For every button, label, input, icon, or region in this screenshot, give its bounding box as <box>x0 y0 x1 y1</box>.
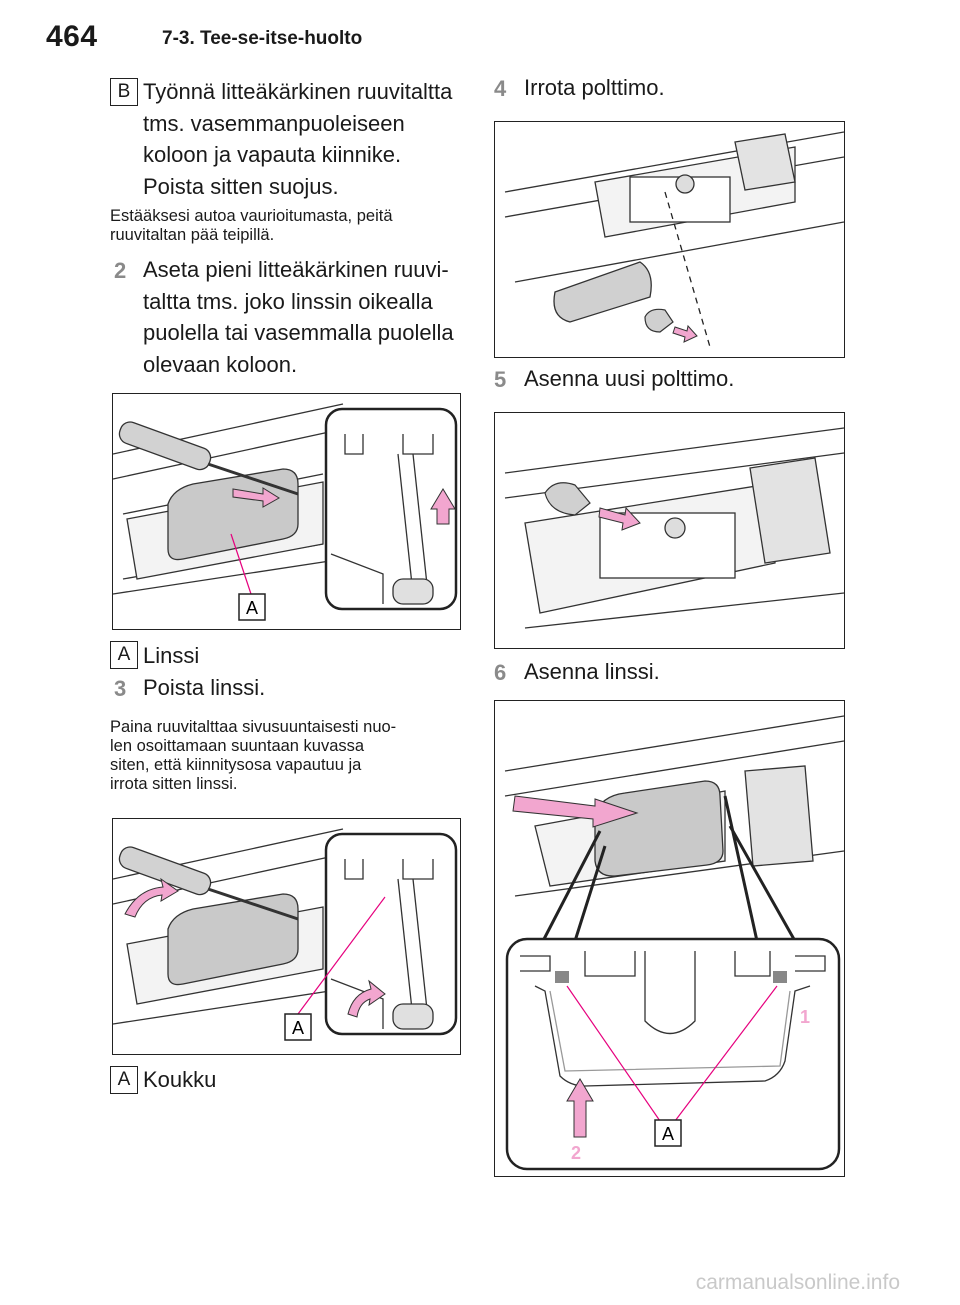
step-number-5: 5 <box>494 367 507 392</box>
text-line: siten, että kiinnitysosa vapautuu ja <box>110 756 362 774</box>
legend-tag: A <box>110 1066 138 1094</box>
legend-tag: A <box>110 641 138 669</box>
text-line: Työnnä litteäkärkinen ruuvitaltta <box>143 79 453 104</box>
step-4-text: Irrota polttimo. <box>524 75 665 100</box>
tag-b-description: Työnnä litteäkärkinen ruuvitaltta tms. v… <box>143 76 473 202</box>
text-line: koloon ja vapauta kiinnike. <box>143 142 402 167</box>
tag-b: B <box>110 78 138 106</box>
figure-install-lens: A 1 2 <box>494 700 845 1177</box>
step-3-text: Poista linssi. <box>143 675 266 700</box>
text-line: irrota sitten linssi. <box>110 775 238 793</box>
text-line: Poista sitten suojus. <box>143 173 339 199</box>
step-2-text: Aseta pieni litteäkärkinen ruuvi- taltta… <box>143 254 473 380</box>
section-title: 7-3. Tee-se-itse-huolto <box>162 28 363 49</box>
step-6-text: Asenna linssi. <box>524 659 660 684</box>
text-line: olevaan koloon. <box>143 351 298 377</box>
step-number-6: 6 <box>494 660 507 685</box>
watermark: carmanualsonline.info <box>695 1271 900 1294</box>
note-tape: Estääksesi autoa vaurioitumasta, peitä r… <box>110 207 480 245</box>
figure-remove-bulb <box>494 121 845 358</box>
legend-lens: Linssi <box>143 643 200 668</box>
step-number-2: 2 <box>114 258 127 283</box>
text-line: puolella tai vasemmalla puolella <box>143 320 454 345</box>
figure-install-bulb <box>494 412 845 649</box>
figure-step-1: 1 <box>800 1007 810 1027</box>
step-5-text: Asenna uusi polttimo. <box>524 366 735 391</box>
text-line: len osoittamaan suuntaan kuvassa <box>110 737 365 755</box>
figure-remove-lens: A <box>112 818 461 1055</box>
figure-insert-screwdriver: A <box>112 393 461 630</box>
figure-label: A <box>662 1124 674 1144</box>
figure-label: A <box>292 1018 304 1038</box>
figure-label: A <box>246 598 258 618</box>
step-number-4: 4 <box>494 76 507 101</box>
text-line: taltta tms. joko linssin oikealla <box>143 288 433 314</box>
text-line: Estääksesi autoa vaurioitumasta, peitä <box>110 207 393 225</box>
text-line: Aseta pieni litteäkärkinen ruuvi- <box>143 257 449 282</box>
text-line: Paina ruuvitalttaa sivusuuntaisesti nuo- <box>110 718 397 736</box>
figure-step-2: 2 <box>571 1143 581 1163</box>
text-line: ruuvitaltan pää teipillä. <box>110 226 275 244</box>
legend-hook: Koukku <box>143 1067 217 1092</box>
note-remove-lens: Paina ruuvitalttaa sivusuuntaisesti nuo-… <box>110 718 480 794</box>
step-number-3: 3 <box>114 676 127 701</box>
page-number: 464 <box>46 20 98 53</box>
text-line: tms. vasemmanpuoleiseen <box>143 110 405 136</box>
